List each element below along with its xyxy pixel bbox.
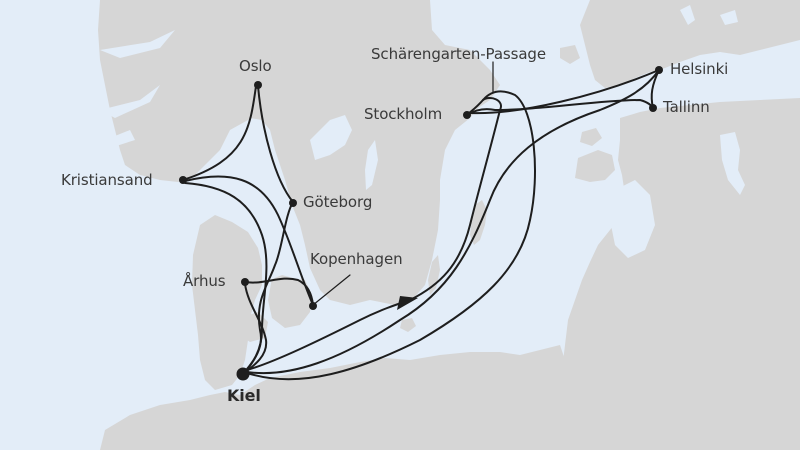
inland-waters (100, 5, 745, 280)
port-marker-stockholm (463, 111, 471, 119)
oland-land (428, 255, 440, 295)
port-markers (179, 66, 663, 381)
port-label-kristiansand: Kristiansand (61, 171, 153, 189)
port-label-helsinki: Helsinki (670, 60, 729, 78)
passage-label: Schärengarten-Passage (371, 45, 546, 63)
zealand-land (268, 272, 312, 328)
port-marker-kiel (236, 367, 250, 381)
cruise-routes (182, 61, 660, 381)
port-marker-helsinki (655, 66, 663, 74)
bornholm-land (400, 318, 416, 332)
scandinavia-land (98, 0, 500, 305)
port-marker-tallinn (649, 104, 657, 112)
hiiumaa-land (580, 128, 602, 146)
port-label-arhus: Århus (183, 272, 226, 290)
aland-land (560, 45, 580, 64)
finland-land (580, 0, 800, 88)
port-label-kiel: Kiel (227, 386, 261, 405)
port-label-tallinn: Tallinn (663, 98, 710, 116)
port-marker-arhus (241, 278, 249, 286)
port-label-oslo: Oslo (239, 57, 272, 75)
port-label-goteborg: Göteborg (303, 193, 373, 211)
route-direction-arrow-icon (397, 296, 418, 310)
saaremaa-land (575, 150, 615, 182)
port-marker-goteborg (289, 199, 297, 207)
port-marker-kristiansand (179, 176, 187, 184)
germany-poland-land (100, 345, 565, 450)
jutland-land (192, 215, 262, 390)
port-label-kopenhagen: Kopenhagen (310, 250, 403, 268)
port-label-stockholm: Stockholm (364, 105, 443, 123)
port-marker-kopenhagen (309, 302, 317, 310)
port-marker-oslo (254, 81, 262, 89)
